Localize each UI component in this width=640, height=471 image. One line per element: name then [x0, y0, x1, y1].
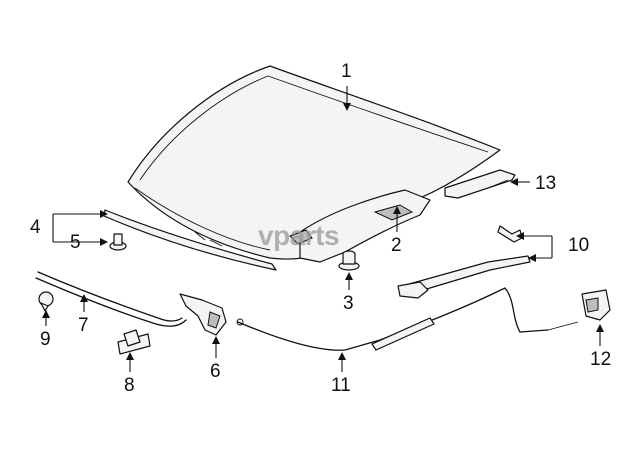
callout-13: 13 — [535, 173, 557, 194]
front-weatherstrip — [103, 209, 277, 271]
hood-bumper — [109, 233, 127, 251]
callout-10: 10 — [568, 235, 590, 256]
callout-6: 6 — [210, 361, 221, 382]
release-handle — [581, 289, 611, 321]
hood-seal — [444, 169, 516, 199]
hood-panel — [127, 65, 501, 260]
hood-bumper-2 — [338, 250, 360, 271]
watermark: vparts — [258, 220, 340, 251]
hood-latch — [179, 293, 227, 336]
callout-8: 8 — [124, 375, 135, 396]
clip — [38, 291, 54, 312]
bracket — [117, 329, 151, 355]
leader-lines — [42, 86, 604, 372]
callout-12: 12 — [590, 349, 612, 370]
lift-support — [397, 225, 531, 299]
release-cable — [236, 287, 579, 351]
front-seal-strip — [35, 271, 187, 327]
callout-11: 11 — [331, 375, 351, 396]
callout-1: 1 — [341, 61, 352, 82]
callout-5: 5 — [70, 232, 81, 253]
callout-7: 7 — [78, 315, 89, 336]
callout-3: 3 — [343, 293, 354, 314]
callout-2: 2 — [391, 235, 402, 256]
callout-9: 9 — [40, 329, 51, 350]
callout-4: 4 — [30, 217, 41, 238]
